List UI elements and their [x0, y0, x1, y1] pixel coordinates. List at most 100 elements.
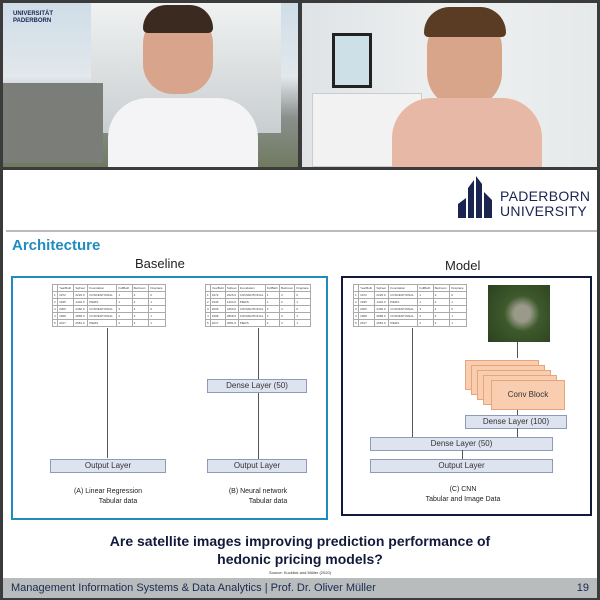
table-cell: 4460.0 [374, 305, 390, 313]
table-cell: 5 [352, 319, 360, 327]
table-cell: YearBuilt [209, 284, 226, 292]
table-cell: CONVENTIONAL [237, 291, 266, 299]
table-cell: 2226.0 [374, 291, 390, 299]
table-cell: 2006 [209, 305, 226, 313]
table-cell: 0 [148, 305, 166, 313]
table-cell: Foundation [87, 284, 118, 292]
arrow [517, 342, 518, 358]
output-layer-c: Output Layer [370, 459, 553, 473]
wall-picture [332, 33, 372, 88]
table-cell: 1 [417, 298, 434, 306]
footer-text: Management Information Systems & Data An… [11, 582, 376, 594]
table-cell: CONVENTIONAL [87, 312, 118, 320]
table-cell: 0 [449, 305, 467, 313]
caption-a-sub: Tabular data [98, 498, 138, 505]
table-cell: 2017 [358, 319, 376, 327]
table-cell: CONVENTIONAL [87, 305, 118, 313]
table-cell: 1998 [57, 312, 75, 320]
caption-a-title: (A) Linear Regression [73, 488, 143, 495]
table-cell: 1 [116, 298, 133, 306]
table-cell: 2 [432, 298, 451, 306]
logo-line1: PADERBORN [500, 188, 591, 204]
table-cell: 1 [449, 319, 467, 327]
table-cell: 2226.0 [73, 291, 89, 299]
table-cell: 2868.0 [224, 312, 239, 320]
table-cell: 2017 [57, 319, 75, 327]
table-cell: PIERS [237, 319, 266, 327]
arrow [258, 328, 259, 379]
table-cell: Foundation [237, 284, 266, 292]
video-tile-presenter-right[interactable] [302, 3, 597, 167]
table-cell: CONVENTIONAL [87, 291, 118, 299]
table-cell: 2681.0 [224, 319, 239, 327]
header-divider [6, 230, 597, 232]
table-cell: CONVENTIONAL [388, 312, 419, 320]
table-cell: 1998 [209, 312, 226, 320]
table-cell: CONVENTIONAL [388, 291, 419, 299]
table-cell: 1404.0 [73, 298, 89, 306]
table-cell: 3 [116, 305, 133, 313]
person-shirt [392, 98, 542, 167]
table-cell: PIERS [87, 298, 118, 306]
table-cell: 3 [278, 312, 296, 320]
output-layer-b: Output Layer [207, 459, 307, 473]
table-cell: 2226.0 [224, 291, 239, 299]
table-cell: 4 [432, 305, 451, 313]
satellite-image [488, 285, 550, 342]
table-cell: 1972 [57, 291, 75, 299]
person-hair [143, 5, 213, 33]
table-cell: 1 [294, 319, 311, 327]
person-hair [424, 7, 506, 37]
video-tile-presenter-left[interactable]: UNIVERSITÄT PADERBORN [3, 3, 298, 167]
table-cell: YearBuilt [358, 284, 376, 292]
question-line1: Are satellite images improving predictio… [109, 533, 491, 549]
logo-line2: UNIVERSITY [500, 203, 588, 219]
table-cell: 3 [432, 319, 451, 327]
table-cell: SqFeet [73, 284, 89, 292]
table-cell: PIERS [388, 319, 419, 327]
baseline-box [11, 276, 328, 520]
caption-c-sub: Tabular and Image Data [425, 496, 501, 503]
table-cell: 2 [264, 312, 280, 320]
table-cell: 3 [432, 312, 451, 320]
table-cell: Fireplace [449, 284, 467, 292]
table-cell: 3 [278, 319, 296, 327]
table-cell: 3 [278, 291, 296, 299]
table-cell: 4460.0 [73, 305, 89, 313]
table-cell: 2 [417, 312, 434, 320]
table-cell: Bedroom [278, 284, 296, 292]
caption-b-sub: Tabular data [248, 498, 288, 505]
table-cell: 1 [264, 298, 280, 306]
table-cell: 2868.0 [73, 312, 89, 320]
table-cell: 3 [417, 305, 434, 313]
table-cell: 4460.0 [224, 305, 239, 313]
table-cell: 2 [417, 319, 434, 327]
table-cell: 1404.0 [224, 298, 239, 306]
slide-title: Architecture [12, 237, 101, 254]
arrow [462, 450, 463, 459]
table-cell: CONVENTIONAL [388, 305, 419, 313]
dense-layer-50-c: Dense Layer (50) [370, 437, 553, 451]
table-cell: 2 [264, 319, 280, 327]
table-cell: 5 [51, 319, 59, 327]
table-cell: Foundation [388, 284, 419, 292]
dense-layer-50-b: Dense Layer (50) [207, 379, 307, 393]
table-cell: FullBath [417, 284, 434, 292]
table-cell: 3 [131, 291, 150, 299]
page-number: 19 [576, 582, 589, 594]
